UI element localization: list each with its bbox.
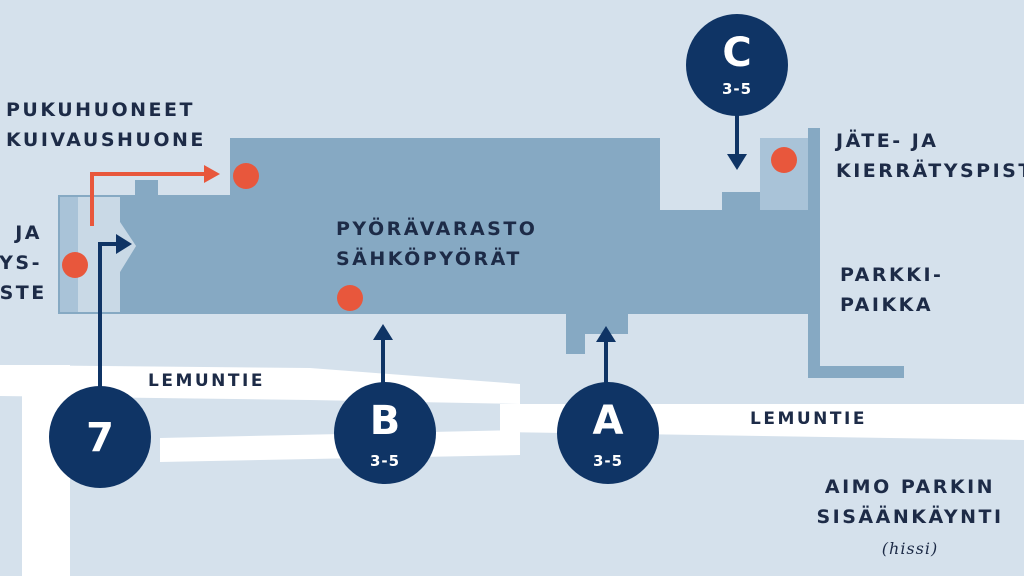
route-arrow-pukuhuoneet xyxy=(90,165,220,226)
label-hissi: (hissi) xyxy=(881,539,939,558)
entrance-marker-a: A 3-5 xyxy=(557,382,659,484)
building-main-body xyxy=(58,138,808,354)
label-left-cut: JA YS- ISTE xyxy=(0,218,47,308)
entrance-marker-c: C 3-5 xyxy=(686,14,788,116)
entrance-a-label: A xyxy=(592,398,624,444)
label-parkki: PARKKI- PAIKKA xyxy=(840,260,943,320)
point-jate-dot xyxy=(771,147,797,173)
road-lemuntie-curve xyxy=(0,365,70,576)
label-pyoravarasto-line2: SÄHKÖPYÖRÄT xyxy=(336,248,522,270)
parking-boundary-bottom xyxy=(808,366,904,378)
label-parkki-line2: PAIKKA xyxy=(840,294,934,316)
street-lemuntie-right: LEMUNTIE xyxy=(750,409,867,429)
arrow-seven xyxy=(98,242,118,396)
street-lemuntie-left: LEMUNTIE xyxy=(148,371,265,391)
label-aimo: AIMO PARKIN SISÄÄNKÄYNTI (hissi) xyxy=(812,472,1008,564)
entrance-seven-label: 7 xyxy=(86,415,114,461)
label-jate-line1: JÄTE- JA xyxy=(836,130,939,152)
label-jate-line2: KIERRÄTYSPISTE xyxy=(836,160,1024,182)
entrance-a-floors: 3-5 xyxy=(592,452,624,470)
label-left-cut-line2: YS- xyxy=(0,252,42,274)
point-pukuhuoneet-dot xyxy=(233,163,259,189)
entrance-marker-b: B 3-5 xyxy=(334,382,436,484)
building xyxy=(58,128,904,378)
point-left-wing-dot xyxy=(62,252,88,278)
label-left-cut-line1: JA xyxy=(15,222,42,244)
parking-boundary xyxy=(808,128,820,378)
label-left-cut-line3: ISTE xyxy=(0,282,47,304)
entrance-b-floors: 3-5 xyxy=(369,452,401,470)
label-parkki-line1: PARKKI- xyxy=(840,264,944,286)
label-aimo-line2: SISÄÄNKÄYNTI xyxy=(816,506,1004,528)
label-pukuhuoneet-line1: PUKUHUONEET xyxy=(6,99,195,121)
label-pukuhuoneet: PUKUHUONEET KUIVAUSHUONE xyxy=(6,95,206,155)
label-pyoravarasto: PYÖRÄVARASTO SÄHKÖPYÖRÄT xyxy=(336,214,537,274)
point-pyoravarasto-dot xyxy=(337,285,363,311)
entrance-b-label: B xyxy=(369,398,401,444)
label-jate: JÄTE- JA KIERRÄTYSPISTE xyxy=(836,126,1024,186)
label-aimo-line1: AIMO PARKIN xyxy=(824,476,996,498)
label-pukuhuoneet-line2: KUIVAUSHUONE xyxy=(6,129,206,151)
entrance-c-label: C xyxy=(722,30,752,76)
entrance-marker-seven: 7 xyxy=(49,386,151,488)
label-pyoravarasto-line1: PYÖRÄVARASTO xyxy=(336,218,538,240)
entrance-c-floors: 3-5 xyxy=(721,80,753,98)
